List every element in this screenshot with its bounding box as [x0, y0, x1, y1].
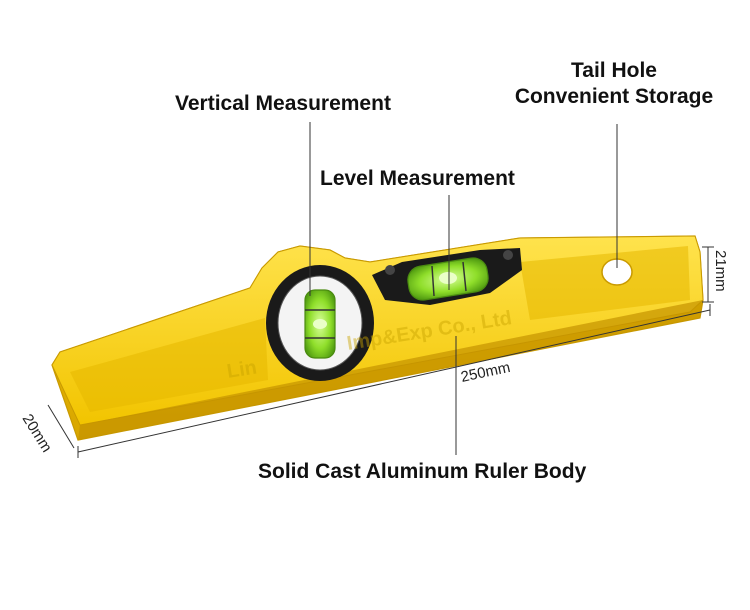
vertical-vial: [266, 265, 374, 381]
tail-hole-label-line1: Tail Hole: [571, 59, 657, 82]
tail-hole-label-line2: Convenient Storage: [514, 85, 714, 109]
level-measurement-label: Level Measurement: [320, 167, 515, 190]
svg-text:Lin: Lin: [225, 357, 258, 383]
level-vial: [372, 248, 522, 305]
width-dimension: 20mm: [19, 404, 75, 455]
tail-hole-label: Tail Hole Convenient Storage: [500, 58, 728, 111]
svg-text:21mm: 21mm: [712, 250, 729, 292]
height-dimension: 21mm: [702, 246, 729, 303]
vertical-measurement-label: Vertical Measurement: [175, 92, 391, 115]
level-body: [51, 235, 704, 441]
svg-text:20mm: 20mm: [19, 411, 56, 455]
body-label: Solid Cast Aluminum Ruler Body: [258, 460, 587, 483]
